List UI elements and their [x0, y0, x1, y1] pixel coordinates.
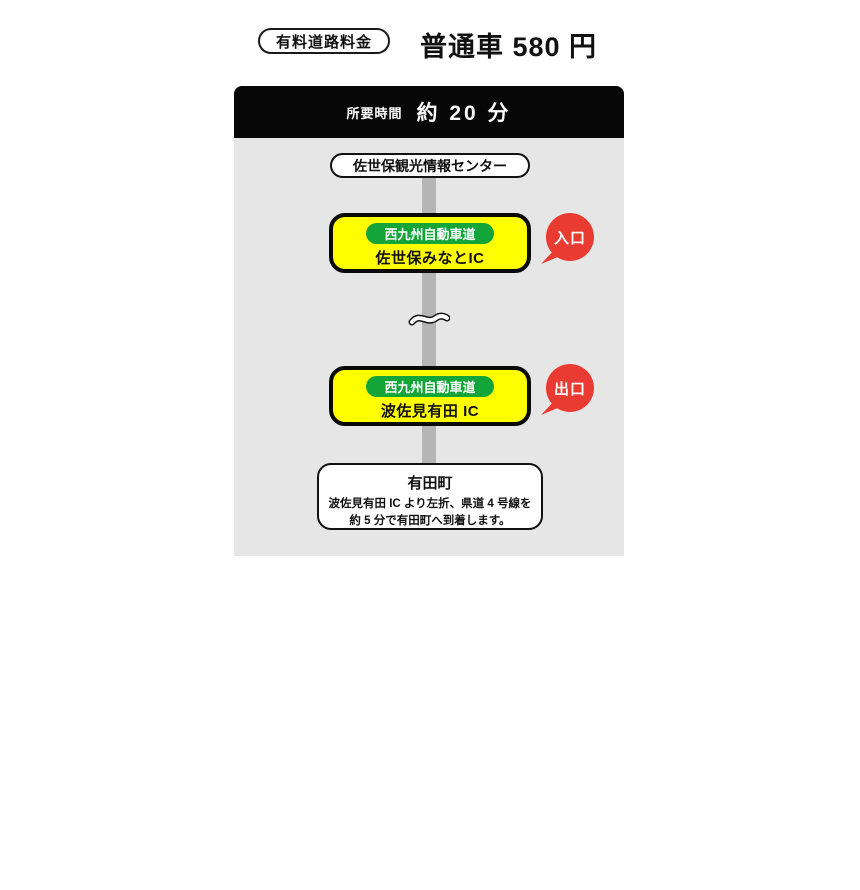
exit-ic-name: 波佐見有田 IC — [380, 403, 480, 420]
destination-name: 有田町 — [407, 475, 453, 492]
destination-desc-line1: 波佐見有田 IC より左折、県道 4 号線を — [328, 498, 532, 510]
fee-amount-text: 普通車 580 円 — [420, 32, 598, 62]
exit-expressway-badge: 西九州自動車道 — [366, 376, 494, 397]
route-panel: 所要時間 約 20 分 佐世保観光情報センター 西九州自動車道 佐世保みなとIC… — [234, 86, 624, 556]
destination-box: 有田町 波佐見有田 IC より左折、県道 4 号線を 約 5 分で有田町へ到着し… — [317, 463, 543, 530]
origin-label: 佐世保観光情報センター — [353, 157, 507, 174]
destination-description: 波佐見有田 IC より左折、県道 4 号線を 約 5 分で有田町へ到着します。 — [319, 496, 541, 529]
entrance-bubble: 入口 — [546, 213, 594, 261]
entry-expressway-badge: 西九州自動車道 — [366, 223, 494, 244]
duration-value: 約 20 分 — [416, 102, 512, 125]
entry-expressway-label: 西九州自動車道 — [384, 227, 476, 242]
exit-bubble: 出口 — [546, 364, 594, 412]
origin-pill: 佐世保観光情報センター — [330, 153, 530, 178]
entry-ic-name: 佐世保みなとIC — [375, 250, 485, 267]
entry-ic-box: 西九州自動車道 佐世保みなとIC — [329, 213, 531, 273]
exit-bubble-label: 出口 — [553, 380, 586, 398]
exit-ic-box: 西九州自動車道 波佐見有田 IC — [329, 366, 531, 426]
entrance-bubble-label: 入口 — [553, 229, 586, 247]
route-diagram-body: 佐世保観光情報センター 西九州自動車道 佐世保みなとIC 入口 西九州自動車道 … — [234, 138, 624, 556]
duration-label: 所要時間 — [346, 105, 403, 121]
toll-fee-badge-label: 有料道路料金 — [275, 33, 372, 51]
destination-desc-line2: 約 5 分で有田町へ到着します。 — [349, 514, 511, 527]
duration-header: 所要時間 約 20 分 — [234, 86, 624, 138]
toll-fee-badge: 有料道路料金 — [258, 28, 390, 54]
exit-expressway-label: 西九州自動車道 — [384, 380, 476, 395]
route-break-icon — [408, 312, 450, 326]
